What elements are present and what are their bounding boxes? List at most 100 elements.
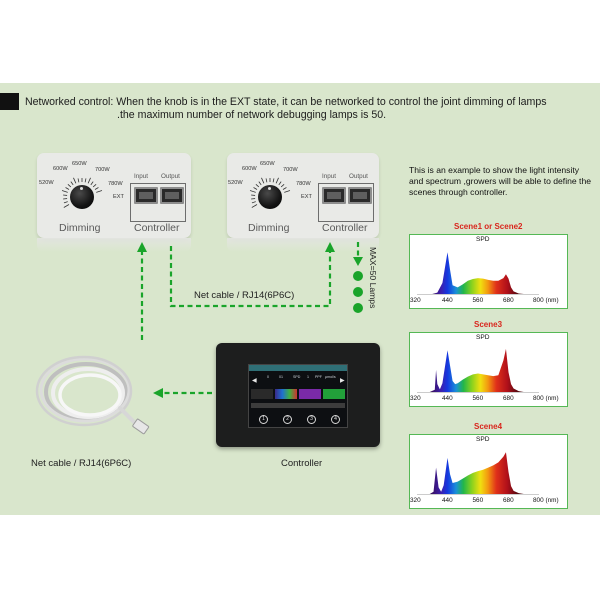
- scene-button-1[interactable]: 1: [259, 415, 268, 424]
- screen-next-button[interactable]: ▶: [340, 378, 345, 384]
- dial-tick: [251, 201, 256, 204]
- screen-label: μmol/s: [325, 375, 336, 379]
- scene-tile-3[interactable]: [299, 389, 321, 399]
- x-tick-label: 800 (nm): [533, 297, 559, 304]
- dial-tick: [253, 187, 258, 190]
- screen-divider: [251, 403, 345, 408]
- scene-button-4[interactable]: 4: [331, 415, 340, 424]
- chart-subtitle: SPD: [476, 436, 490, 443]
- dial-tick: [87, 177, 91, 184]
- tick-780w: 780W: [108, 181, 123, 187]
- x-tick-label: 560: [472, 497, 484, 504]
- dimming-label-2: Dimming: [248, 222, 290, 234]
- dial-tick: [258, 181, 262, 186]
- link-line-panel1-to-panel2: [169, 246, 332, 308]
- input-port-2[interactable]: [322, 187, 346, 204]
- dial-tick: [282, 187, 287, 190]
- screen-label: 0: [267, 375, 269, 379]
- x-tick-label: 680: [503, 297, 514, 304]
- tick-650w: 650W: [72, 161, 87, 167]
- header-marker: [0, 93, 19, 110]
- scene-button-2[interactable]: 2: [283, 415, 292, 424]
- chart-subtitle: SPD: [476, 334, 490, 341]
- dial-tick: [249, 190, 256, 193]
- x-tick-label: 680: [503, 497, 514, 504]
- tick-700w: 700W: [283, 167, 298, 173]
- tick-520w: 520W: [39, 180, 54, 186]
- controller-caption: Controller: [281, 458, 323, 469]
- net-cable-label-mid: Net cable / RJ14(6P6C): [194, 290, 295, 301]
- output-port-1[interactable]: [160, 187, 184, 204]
- x-tick-label: 800 (nm): [533, 395, 559, 402]
- dial-tick: [65, 187, 70, 190]
- x-tick-label: 560: [472, 297, 484, 304]
- arrow-down-icon: [353, 257, 363, 266]
- chart-title: Scene4: [474, 422, 503, 431]
- lamp-dot-3: [353, 303, 363, 313]
- output-port-2[interactable]: [348, 187, 372, 204]
- dial-tick: [94, 187, 99, 190]
- controller-label-1: Controller: [134, 222, 180, 234]
- scene-tile-2[interactable]: [275, 389, 297, 399]
- chart-title: Scene3: [474, 320, 503, 329]
- knob-indicator-1: [80, 187, 83, 190]
- panel-reflection-1: [37, 238, 191, 252]
- scene-tile-1[interactable]: [251, 389, 273, 399]
- x-tick-label: 320: [410, 297, 421, 304]
- controller-port-frame-1: [130, 183, 186, 222]
- tick-600w: 600W: [242, 166, 257, 172]
- dial-tick: [67, 183, 72, 188]
- x-tick-label: 800 (nm): [533, 497, 559, 504]
- dial-tick: [90, 181, 94, 186]
- tick-650w: 650W: [260, 161, 275, 167]
- input-port-1[interactable]: [134, 187, 158, 204]
- x-tick-label: 440: [442, 497, 453, 504]
- dial-tick: [284, 190, 291, 193]
- spectrum-chart-1: [409, 234, 568, 309]
- arrow-left-icon: [153, 388, 163, 398]
- dimming-panel-1: 520W 600W 650W 700W 780W EXT Input Outpu…: [37, 153, 191, 238]
- knob-indicator-2: [268, 187, 271, 190]
- dial-tick: [251, 204, 258, 208]
- tick-600w: 600W: [53, 166, 68, 172]
- arrow-up-icon: [325, 242, 335, 252]
- controller-port-frame-2: [318, 183, 374, 222]
- dial-tick: [275, 177, 279, 184]
- net-cable-caption: Net cable / RJ14(6P6C): [31, 458, 132, 469]
- dial-tick: [261, 177, 265, 184]
- x-tick-label: 320: [410, 497, 421, 504]
- tick-ext: EXT: [301, 194, 312, 200]
- net-cable-image: [35, 355, 150, 435]
- controller-label-2: Controller: [322, 222, 368, 234]
- tick-520w: 520W: [228, 180, 243, 186]
- screen-label: SPD: [293, 375, 301, 379]
- x-tick-label: 560: [472, 395, 484, 402]
- output-label: Output: [349, 173, 368, 180]
- controller-screen: ◀ ▶ 0 01 SPD 1 PPF μmol/s 1 2 3 4: [248, 364, 348, 428]
- lamp-dot-2: [353, 287, 363, 297]
- screen-label: 1: [307, 375, 309, 379]
- input-label: Input: [134, 173, 149, 180]
- dial-tick: [84, 178, 87, 183]
- scene-tile-4[interactable]: [323, 389, 345, 399]
- scene-button-3[interactable]: 3: [307, 415, 316, 424]
- dimming-panel-2: 520W 600W 650W 700W 780W EXT Input Outpu…: [227, 153, 379, 238]
- dial-tick: [77, 178, 80, 183]
- dial-tick: [96, 190, 103, 193]
- dial-tick: [61, 190, 68, 193]
- screen-header-bar: [249, 365, 347, 371]
- dial-ticks-2: [249, 177, 291, 208]
- header-line-1: Networked control: When the knob is in t…: [25, 96, 547, 108]
- screen-prev-button[interactable]: ◀: [252, 378, 257, 384]
- spectrum-area: [417, 348, 539, 392]
- dial-tick: [63, 204, 70, 208]
- chart-title: Scene1 or Scene2: [454, 222, 523, 231]
- spectrum-area: [417, 452, 539, 494]
- lamp-dot-1: [353, 271, 363, 281]
- dial-tick: [92, 183, 97, 188]
- output-label: Output: [161, 173, 180, 180]
- x-tick-label: 440: [442, 395, 453, 402]
- scene-description: This is an example to show the light int…: [409, 165, 592, 197]
